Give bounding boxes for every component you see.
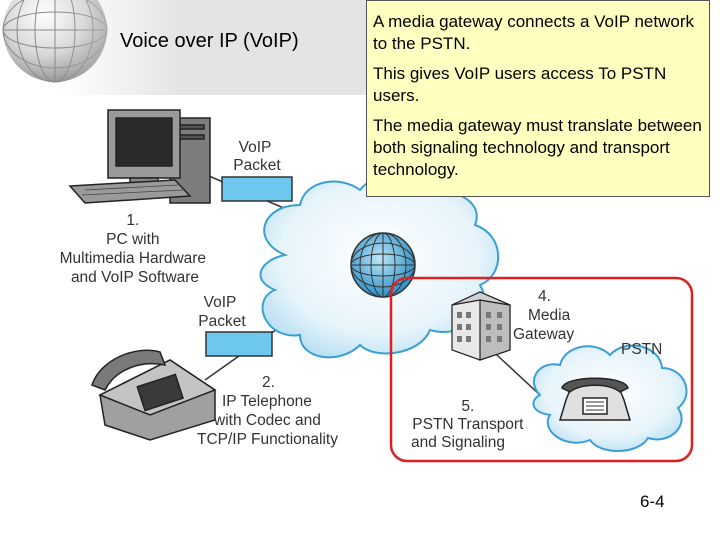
- voip-packet-top-label: VoIP Packet: [233, 139, 281, 174]
- ip-telephone-label: 2. IP Telephone with Codec and TCP/IP Fu…: [197, 374, 338, 448]
- voip-packet-bottom-label: VoIP Packet: [198, 294, 246, 330]
- pc-icon: [68, 109, 211, 204]
- pstn-transport-label: 5. PSTN Transport and Signaling: [411, 398, 528, 451]
- slide-title: Voice over IP (VoIP): [120, 30, 299, 52]
- ip-telephone-icon: [91, 349, 217, 441]
- callout-paragraph: The media gateway must translate between…: [373, 116, 702, 179]
- voip-packet-box-bottom: [205, 331, 273, 357]
- voip-packet-box-top: [221, 176, 293, 202]
- page-number: 6-4: [640, 492, 665, 511]
- callout-paragraph: This gives VoIP users access To PSTN use…: [373, 64, 667, 105]
- media-gateway-icon: [451, 291, 511, 361]
- callout-paragraph: A media gateway connects a VoIP network …: [373, 12, 694, 53]
- callout-box: A media gateway connects a VoIP network …: [366, 0, 710, 197]
- pstn-telephone-icon: [558, 377, 632, 421]
- pstn-highlight-box: [389, 276, 694, 463]
- pstn-label: PSTN: [621, 341, 662, 358]
- header-gradient: [60, 0, 370, 95]
- internet-globe-icon: [350, 232, 416, 298]
- pc-label: 1. PC with Multimedia Hardware and VoIP …: [60, 212, 211, 286]
- media-gateway-label: 4. Media Gateway: [513, 288, 575, 343]
